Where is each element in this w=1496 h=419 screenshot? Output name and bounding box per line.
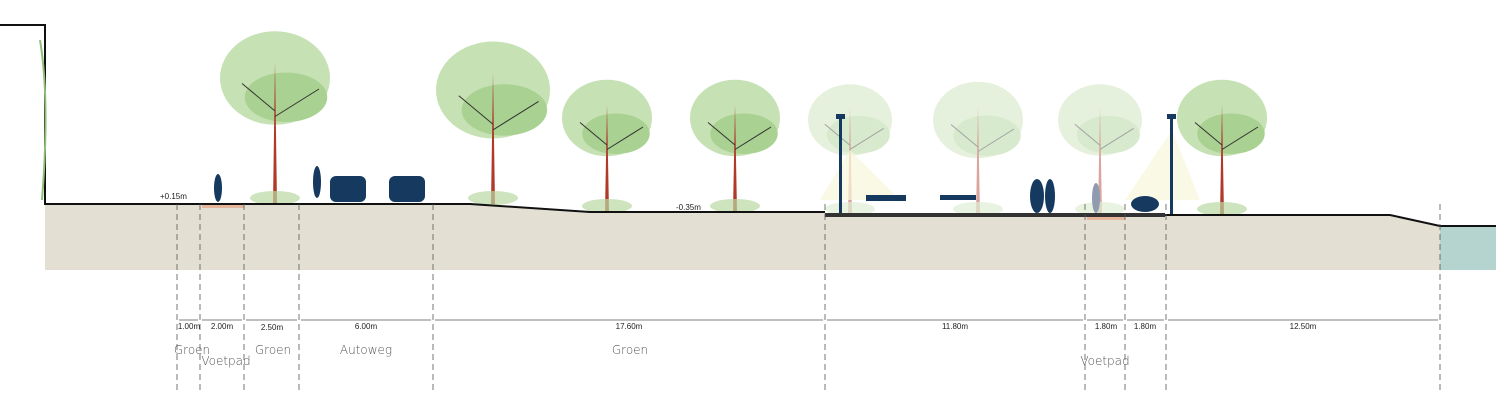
ground-fill (45, 204, 1440, 270)
people-figure (1045, 179, 1055, 213)
lamp-head (1167, 114, 1176, 119)
trees (220, 31, 1267, 216)
dimension-lines (176, 204, 1441, 390)
ground-line (0, 24, 825, 213)
tree-icon (808, 84, 892, 216)
dimension-label: 6.00m (355, 322, 378, 331)
water (1440, 226, 1496, 270)
climbing-plant (39, 39, 47, 201)
plaza-surface (825, 213, 1165, 217)
dimension-label: 11.80m (942, 322, 968, 331)
dimension-label: 1.80m (1095, 322, 1118, 331)
tree-icon (562, 79, 652, 213)
dimension-label: 1.80m (1134, 322, 1157, 331)
lamp-posts (820, 114, 1200, 215)
zone-label-groen: Groen (612, 343, 648, 357)
lamp-light-cone (820, 150, 900, 200)
car-icon (330, 176, 366, 202)
dimension-label: 1.00m (178, 322, 201, 331)
footpath-paving (202, 205, 244, 208)
tree-icon (1177, 79, 1267, 216)
level-label-low: -0.35m (676, 203, 701, 212)
zone-label-voetpad: Voetpad (1080, 354, 1129, 368)
ground (0, 24, 1496, 270)
car-icon (389, 176, 425, 202)
level-label-high: +0.15m (160, 192, 187, 201)
figures (214, 166, 1159, 213)
picnic-table-icon (866, 195, 906, 201)
zone-label-groen: Groen (174, 343, 210, 357)
tree-icon (220, 31, 330, 205)
lamp-post (839, 118, 842, 215)
dimension-label: 2.00m (211, 322, 234, 331)
picnic-table-icon (940, 195, 976, 200)
dimension-label: 2.50m (261, 323, 284, 332)
zone-labels: Groen Voetpad Groen Autoweg Groen Voetpa… (174, 343, 1130, 368)
dimension-labels: 1.00m 2.00m 2.50m 6.00m 17.60m 11.80m 1.… (178, 322, 1317, 332)
zone-label-voetpad: Voetpad (201, 354, 250, 368)
levels: +0.15m -0.35m (160, 192, 701, 212)
dimension-label: 17.60m (616, 322, 643, 331)
people-figure (1030, 179, 1044, 213)
pedestrian-figure (214, 174, 222, 202)
tree-icon (436, 41, 550, 205)
tree-icon (690, 79, 780, 213)
footpath-paving (1087, 217, 1125, 220)
zone-label-groen: Groen (255, 343, 291, 357)
dimension-label: 12.50m (1290, 322, 1317, 331)
tree-icon (933, 81, 1023, 216)
lamp-post (1170, 118, 1173, 215)
lamp-light-cone (1125, 130, 1200, 200)
tree-icon (1058, 84, 1142, 216)
cafe-table-figure (1131, 196, 1159, 212)
cyclist-figure (313, 166, 321, 198)
dog-walker-figure (1092, 183, 1100, 213)
zone-label-autoweg: Autoweg (340, 343, 392, 357)
lamp-head (836, 114, 845, 119)
ground-line-east (1165, 214, 1496, 227)
